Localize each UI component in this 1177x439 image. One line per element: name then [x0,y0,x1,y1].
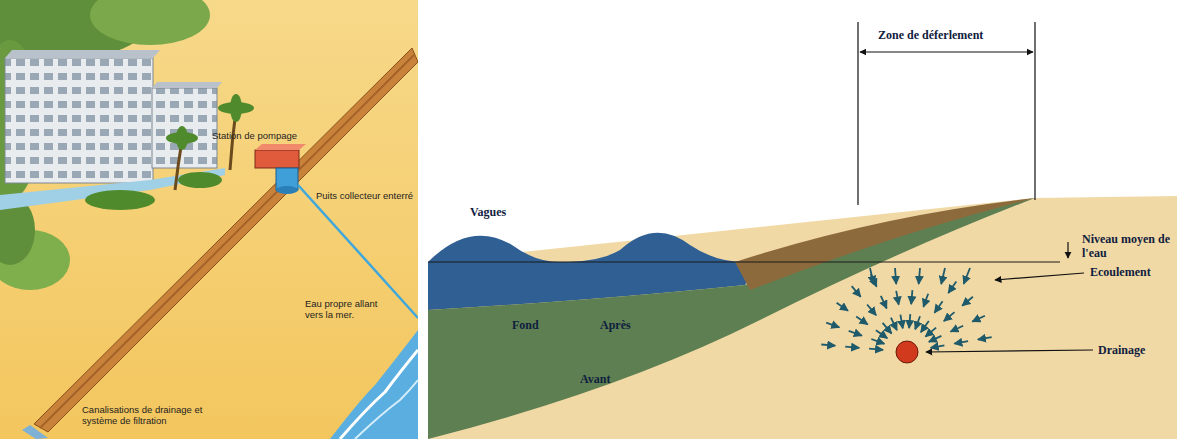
flow-arrow [923,294,928,307]
cross-section [428,0,1177,439]
part-label: Eau propre allant vers la mer. [305,298,383,321]
flow-arrow [925,328,936,337]
flow-arrow [856,316,868,324]
flow-arrow [821,345,835,346]
flow-arrow [941,268,945,284]
part-label: Station de pompage [212,130,297,141]
flow-arrow [915,316,920,329]
flow-arrow [870,268,874,284]
flow-arrow [881,296,887,309]
flow-arrow [921,321,929,332]
part-label: Vagues [470,205,506,219]
flow-arrow [871,339,884,344]
flow-arrow [883,323,892,334]
part-label: Canalisations de drainage et système de … [82,404,232,427]
flow-arrow [900,315,902,329]
flow-arrow [935,301,943,313]
flow-arrow [931,345,945,347]
beach-illustration [0,0,418,439]
flow-arrow [869,349,883,350]
part-label: Fond [512,318,539,332]
part-label: Après [600,318,631,332]
flow-arrow [876,330,887,338]
flow-arrow [826,323,839,328]
flow-arrow [944,312,955,321]
flow-arrow [909,314,910,328]
flow-arrow [948,282,956,293]
flow-arrow [964,268,970,284]
flow-arrow [867,305,876,316]
flow-arrow [895,268,896,284]
flow-arrow [929,336,942,342]
flow-arrow [849,331,862,336]
part-label: Drainage [1098,343,1145,357]
part-label: Niveau moyen de l'eau [1082,232,1172,261]
flow-arrow [919,268,920,284]
flow-arrow [978,337,992,339]
flow-arrow [852,286,861,297]
flow-arrow [972,316,985,322]
flow-arrow [911,290,912,304]
flow-arrow [837,303,848,311]
flow-arrow [954,341,968,344]
flow-arrow [962,297,973,306]
part-label: Avant [580,372,610,386]
flow-arrow [896,291,899,305]
part-label: Puits collecteur enterré [316,190,413,201]
flow-arrow [891,318,897,331]
part-label: Ecoulement [1090,265,1151,279]
part-label: Zone de déferlement [878,28,983,42]
flow-arrow [951,326,964,332]
flow-arrow [845,347,859,348]
